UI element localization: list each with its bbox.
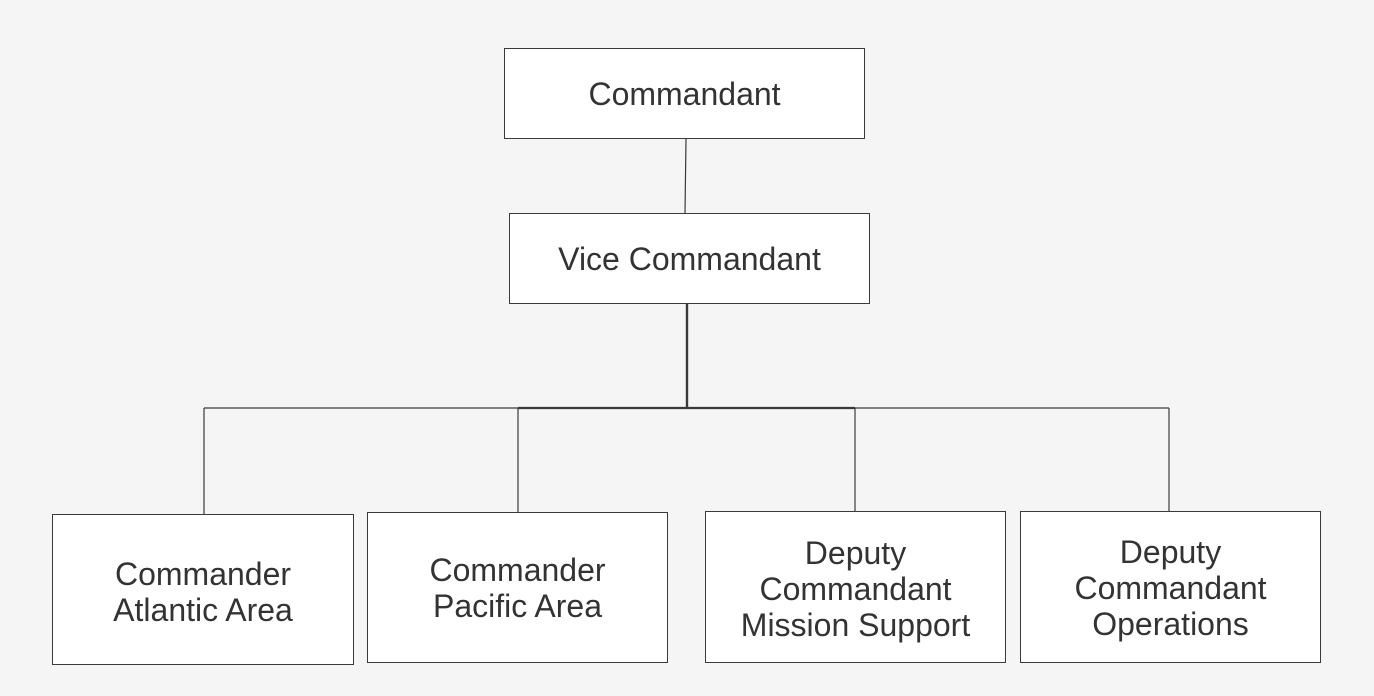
edge-commandant-to-vice	[684, 138, 687, 214]
node-label-line: Pacific Area	[433, 587, 602, 624]
node-commander-pacific-area: Commander Pacific Area	[367, 512, 668, 663]
node-label-line: Operations	[1092, 606, 1249, 642]
node-vice-commandant: Vice Commandant	[509, 213, 870, 304]
node-label-line: Commandant	[1074, 570, 1267, 606]
node-label-line: Commandant	[588, 75, 781, 112]
node-label-line: Deputy	[804, 535, 907, 571]
node-label-line: Vice Commandant	[558, 240, 821, 277]
node-label-line: Mission Support	[740, 607, 971, 643]
node-commander-atlantic-area: Commander Atlantic Area	[52, 514, 354, 665]
node-deputy-commandant-operations: Deputy Commandant Operations	[1020, 511, 1321, 663]
node-label-line: Deputy	[1119, 534, 1222, 570]
node-label-line: Commandant	[759, 571, 952, 607]
node-deputy-commandant-mission-support: Deputy Commandant Mission Support	[705, 511, 1006, 663]
node-label-line: Commander	[429, 551, 606, 588]
node-label-line: Commander	[114, 555, 292, 592]
node-commandant: Commandant	[504, 48, 865, 139]
node-label-line: Atlantic Area	[113, 591, 293, 628]
